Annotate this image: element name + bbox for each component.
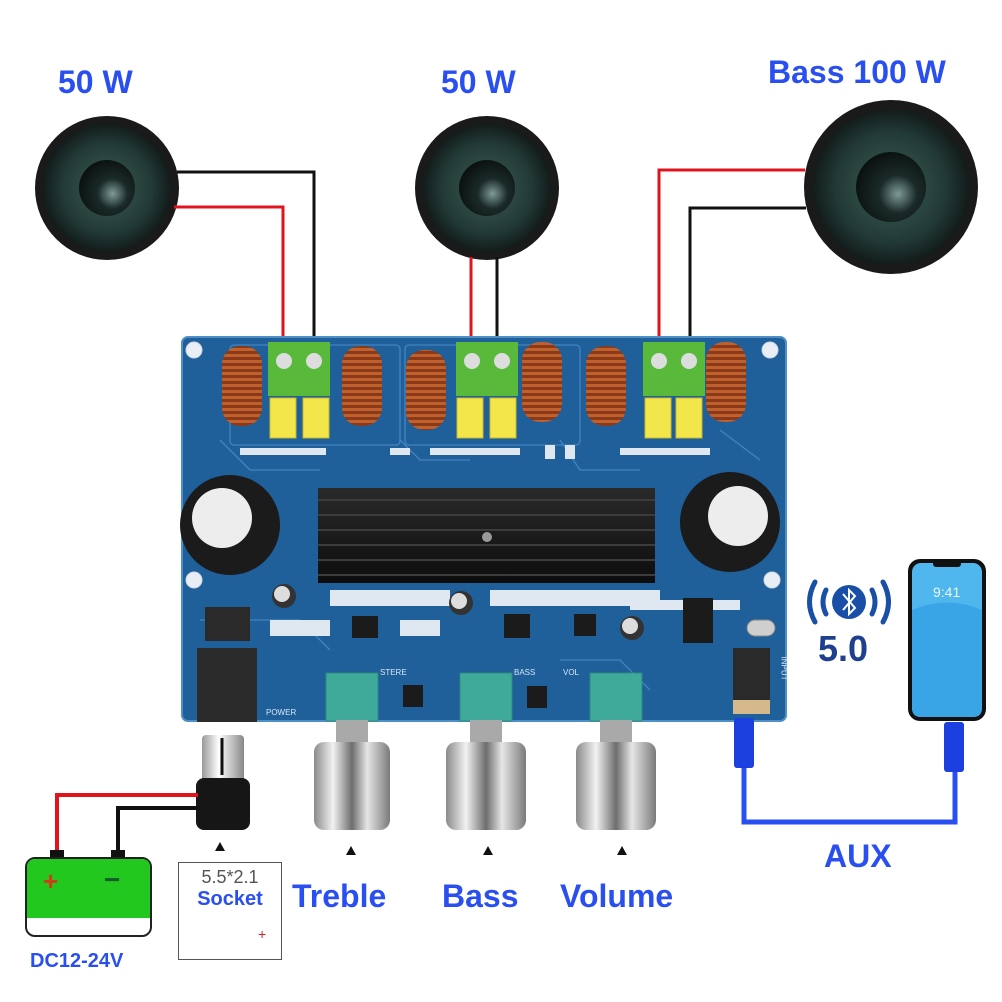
silk-vol: VOL [563, 668, 580, 677]
dc-plug [196, 735, 250, 830]
power-wires [55, 793, 198, 852]
inductors [222, 342, 746, 430]
socket-plus-sign: + [258, 926, 267, 942]
aux-cable-label: AUX [824, 838, 892, 874]
socket-label: Socket [197, 888, 263, 910]
silk-power: POWER [266, 708, 297, 717]
phone-time: 9:41 [933, 584, 961, 600]
speaker-wires [174, 168, 806, 358]
battery [25, 850, 152, 937]
bluetooth-version-label: 5.0 [818, 628, 869, 669]
speaker-center [415, 116, 559, 260]
bluetooth-icon [807, 579, 891, 625]
silk-stereo: STERE [380, 668, 407, 677]
amplifier-board [180, 336, 787, 722]
label-volume: Volume [560, 878, 674, 914]
speaker-left-power-label: 50 W [58, 64, 133, 100]
label-bass: Bass [442, 878, 519, 914]
speaker-center-power-label: 50 W [441, 64, 516, 100]
capacitor-left [180, 475, 280, 575]
arrow-up-icon [483, 846, 493, 855]
speaker-terminals [268, 342, 705, 396]
smartphone [908, 559, 986, 721]
aux-cable [734, 718, 964, 825]
label-treble: Treble [292, 878, 387, 914]
speaker-bass-power-label: Bass 100 W [768, 54, 946, 90]
knob-bass[interactable] [446, 720, 526, 830]
battery-minus-sign: − [104, 864, 121, 895]
capacitor-right [680, 472, 780, 572]
silk-input: INPUT [779, 656, 789, 681]
aux-input-jack [733, 648, 770, 714]
speaker-left [35, 116, 179, 260]
heatsink [318, 488, 655, 583]
socket-size-label: 5.5*2.1 [201, 867, 259, 887]
battery-plus-sign: + [43, 866, 59, 896]
silk-bass: BASS [514, 668, 536, 677]
knob-treble[interactable] [314, 720, 390, 830]
battery-voltage-label: DC12-24V [30, 950, 124, 972]
knob-volume[interactable] [576, 720, 656, 830]
speaker-bass [804, 100, 978, 274]
arrow-up-icon [617, 846, 627, 855]
arrow-up-icon [215, 842, 225, 851]
dc-socket-spec-box: 5.5*2.1 Socket [178, 862, 282, 960]
arrow-up-icon [346, 846, 356, 855]
power-jack [197, 607, 257, 722]
